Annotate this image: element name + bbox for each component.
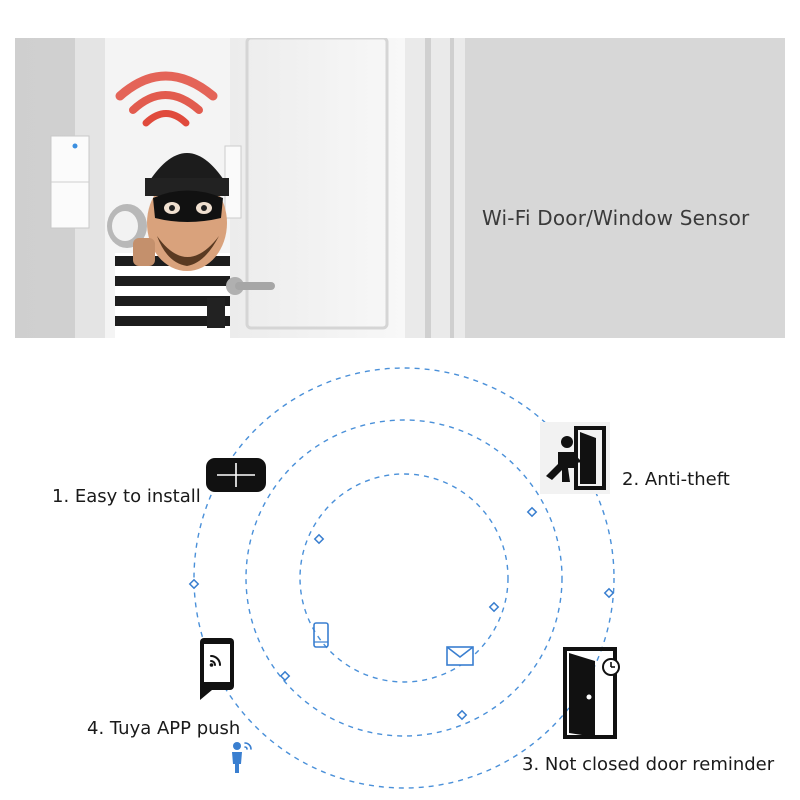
- phone-wifi-icon: [198, 636, 238, 707]
- hero-image: Wi-Fi Door/Window Sensor: [15, 38, 785, 338]
- smartphone-icon: [313, 622, 329, 653]
- middle-ring: [245, 419, 563, 737]
- open-door-clock-icon: [563, 645, 625, 746]
- ring-markers: [188, 506, 615, 721]
- features-diagram: 1. Easy to install 2. Anti-theft 3.: [0, 340, 800, 800]
- door: [230, 38, 405, 338]
- feature-label-door-reminder: 3. Not closed door reminder: [522, 754, 775, 775]
- right-panel: [465, 38, 785, 338]
- inner-ring: [299, 473, 509, 683]
- feature-label-easy-install: 1. Easy to install: [52, 486, 201, 507]
- door-sensor: [50, 135, 242, 229]
- sensor-icon: [205, 457, 267, 498]
- door-handle: [226, 277, 275, 295]
- hero-illustration: [15, 38, 785, 338]
- door-frame-right: [405, 38, 465, 338]
- hero-title: Wi-Fi Door/Window Sensor: [482, 206, 750, 230]
- person-wifi-icon: [229, 740, 255, 779]
- feature-label-anti-theft: 2. Anti-theft: [622, 469, 730, 490]
- envelope-icon: [446, 646, 474, 671]
- outer-ring: [193, 367, 615, 789]
- burglar: [107, 153, 230, 338]
- wifi-waves: [115, 71, 218, 127]
- feature-label-app-push: 4. Tuya APP push: [87, 718, 241, 739]
- intruder-door-icon: [540, 422, 610, 499]
- signal-rings: [188, 367, 615, 789]
